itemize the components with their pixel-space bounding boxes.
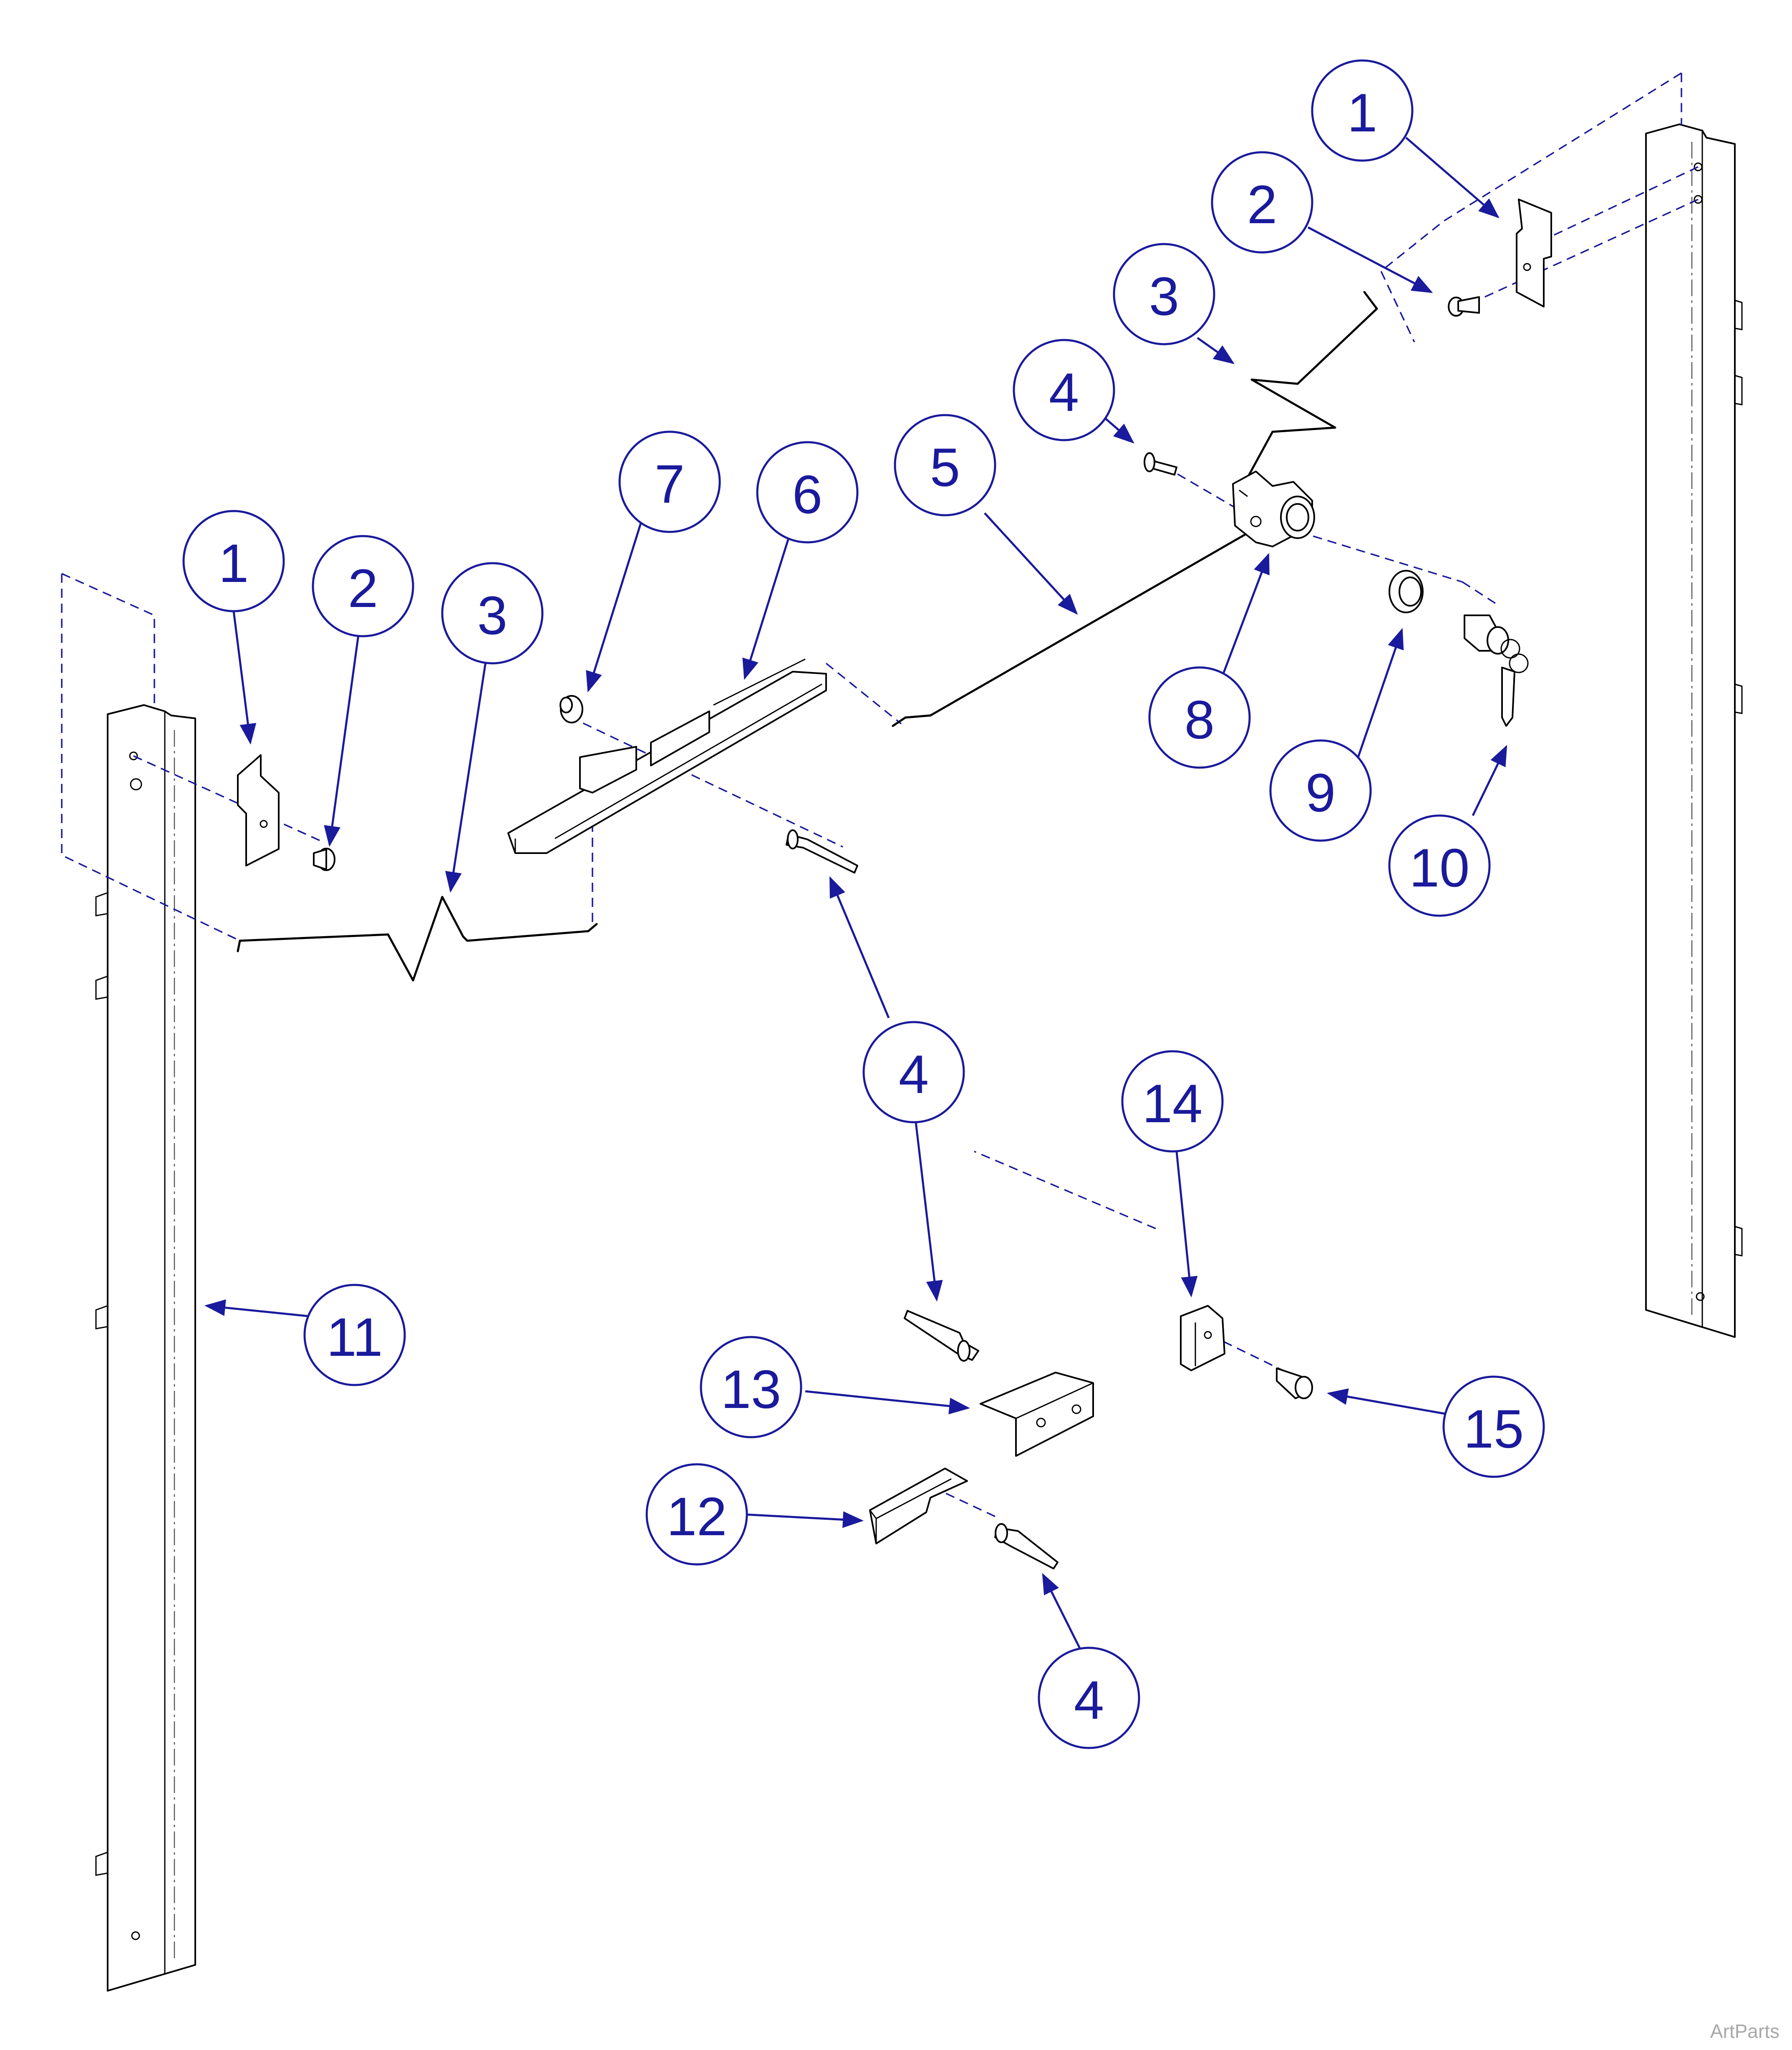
bracket-12 [869, 1468, 968, 1544]
callout-label: 14 [1142, 1073, 1203, 1134]
callout-13: 13 [700, 1336, 802, 1438]
rod [892, 532, 1249, 727]
clip-14 [1180, 1305, 1225, 1371]
callout-label: 5 [930, 437, 960, 498]
callout-12: 12 [645, 1463, 748, 1566]
assembly-lines [61, 72, 1699, 1517]
callout-label: 12 [667, 1486, 727, 1547]
screw-left [313, 848, 335, 871]
callout-label: 4 [1074, 1670, 1104, 1730]
callout-11: 11 [303, 1284, 406, 1386]
leader-lines [204, 137, 1507, 1651]
lock-cylinder [1464, 614, 1529, 727]
callout-label: 8 [1185, 689, 1215, 750]
callout-label: 13 [721, 1359, 781, 1420]
callout-2a: 2 [1211, 151, 1313, 254]
rivet-lower-middle [904, 1310, 979, 1362]
lock-ring [1389, 570, 1424, 613]
callout-label: 15 [1464, 1398, 1524, 1459]
callout-3a: 3 [1113, 243, 1215, 345]
callout-label: 2 [1247, 174, 1277, 235]
callout-label: 3 [1149, 266, 1179, 327]
right-rail [1645, 123, 1743, 1338]
callout-label: 7 [655, 453, 685, 514]
left-rail [95, 704, 196, 1992]
callout-label: 4 [1049, 362, 1079, 423]
slide-bar [507, 658, 827, 854]
watermark: ArtParts [1710, 2020, 1779, 2042]
bracket-right [1516, 199, 1552, 307]
callout-15: 15 [1442, 1375, 1545, 1478]
screw-15 [1276, 1368, 1313, 1399]
callout-label: 2 [348, 558, 378, 619]
callout-label: 4 [899, 1044, 929, 1105]
bracket-13 [980, 1372, 1094, 1457]
callout-6: 6 [756, 441, 859, 544]
wire-left [237, 896, 598, 982]
wire-right [1234, 291, 1378, 502]
lock-housing [1232, 471, 1315, 547]
callout-10: 10 [1388, 814, 1491, 917]
callout-label: 6 [792, 464, 822, 525]
callout-4b: 4 [862, 1021, 965, 1123]
screw-right [1448, 296, 1480, 317]
callout-1a: 1 [1311, 59, 1414, 162]
bracket-left [237, 754, 280, 866]
callout-9: 9 [1269, 739, 1372, 842]
callout-label: 9 [1306, 762, 1336, 823]
callout-4c: 4 [1038, 1647, 1140, 1749]
bushing [560, 695, 583, 723]
callout-2b: 2 [312, 535, 414, 637]
callout-label: 1 [1347, 82, 1377, 143]
callout-3b: 3 [441, 562, 544, 665]
callout-7: 7 [618, 431, 721, 533]
rivet-bottom [994, 1523, 1059, 1569]
callout-5: 5 [894, 414, 996, 516]
callout-8: 8 [1148, 666, 1251, 769]
callout-14: 14 [1121, 1050, 1224, 1153]
callout-label: 1 [219, 533, 249, 594]
callout-label: 3 [477, 585, 507, 646]
screw-upper [1144, 452, 1177, 476]
callout-1b: 1 [182, 510, 285, 612]
callout-label: 10 [1409, 837, 1470, 898]
callout-label: 11 [327, 1307, 383, 1368]
rivet-middle [786, 829, 858, 874]
callout-4a: 4 [1013, 339, 1115, 441]
